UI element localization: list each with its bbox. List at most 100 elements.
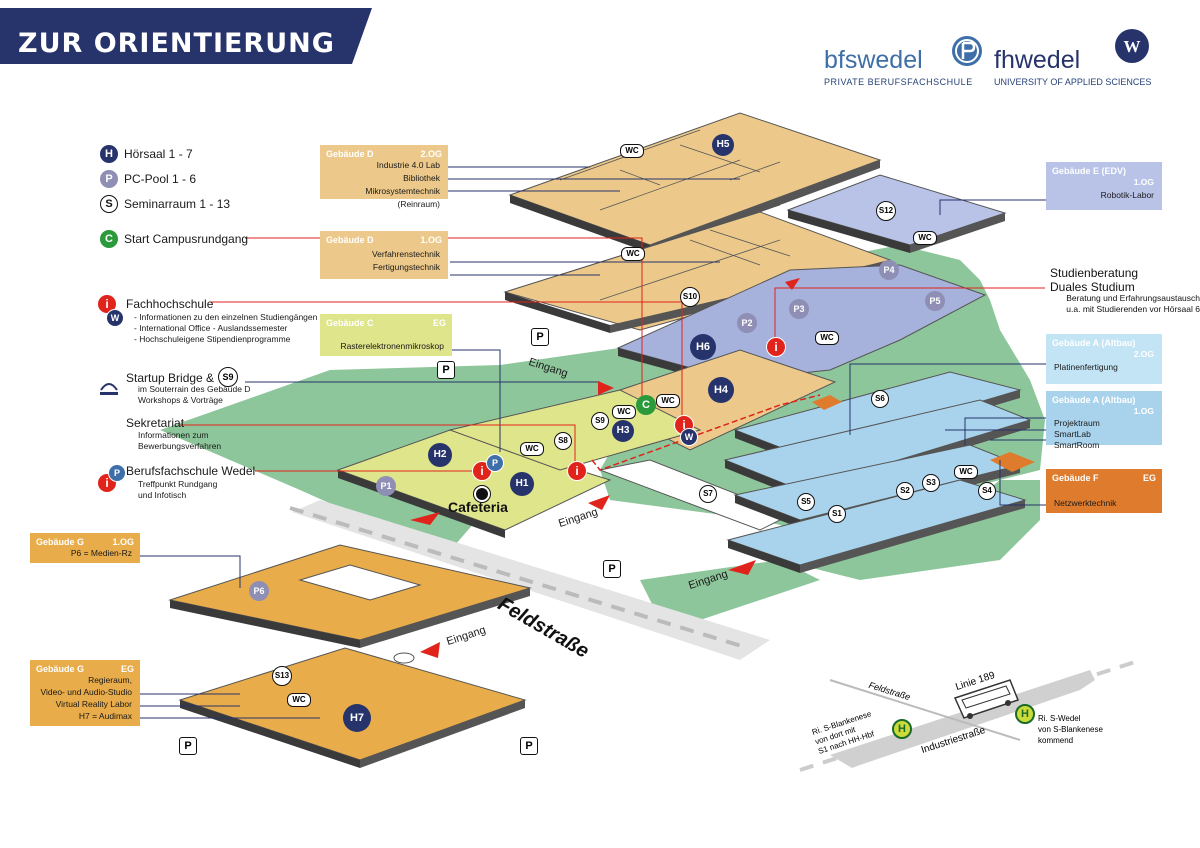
building-item: Verfahrenstechnik xyxy=(371,249,440,259)
building-d1-walls xyxy=(559,204,791,301)
studienberatung-title: Studienberatung Duales Studium xyxy=(1050,266,1138,294)
building-item: Virtual Reality Labor xyxy=(55,699,132,709)
info-line: u.a. mit Studierenden vor Hörsaal 6 xyxy=(1066,304,1200,314)
room-s1: S1 xyxy=(828,505,846,523)
fh-w-icon: W xyxy=(106,309,124,327)
building-floor: EG xyxy=(120,664,134,674)
building-item: Rasterelektronenmikroskop xyxy=(340,341,444,351)
parking-icon: P xyxy=(603,560,621,578)
info-icon: i xyxy=(98,295,116,313)
legend-label: Hörsaal 1 - 7 xyxy=(124,147,193,161)
wc-g: WC xyxy=(287,693,311,707)
building-item: Video- und Audio-Studio xyxy=(40,687,132,697)
label-building-e: Gebäude E (EDV) 1.OG Robotik-Labor xyxy=(1046,162,1162,210)
label-building-c: Gebäude C EG Rasterelektronenmikroskop xyxy=(320,314,452,356)
info-studienberatung-icon: i xyxy=(766,337,786,357)
bus-icon xyxy=(953,679,1019,719)
bfs-emblem-icon xyxy=(952,36,982,66)
wc-e: WC xyxy=(913,231,937,245)
legend-hoersaal: H Hörsaal 1 - 7 xyxy=(100,145,193,163)
building-g0-edge2 xyxy=(360,700,525,768)
building-item: Mikrosystemtechnik (Reinraum) xyxy=(365,186,440,209)
wc-d2: WC xyxy=(620,144,644,158)
info-line: Bewerbungsverfahren xyxy=(138,441,222,451)
studienberatung-lines: Beratung und Erfahrungsaustausch u.a. mi… xyxy=(1060,293,1200,315)
parking-icon: P xyxy=(520,737,538,755)
building-item: Fertigungstechnik xyxy=(372,262,440,272)
building-e-edge xyxy=(788,210,910,253)
building-name: Gebäude F xyxy=(1052,473,1099,483)
info-line: im Souterrain des Gebäude D xyxy=(138,384,251,394)
building-floor: EG xyxy=(432,318,446,328)
info-line: und Infotisch xyxy=(138,490,187,500)
building-floor: 2.OG xyxy=(420,149,442,159)
building-floor: 1.OG xyxy=(112,537,134,547)
berufsfachschule-lines: Treffpunkt Rundgang und Infotisch xyxy=(138,479,217,501)
fh-emblem-icon: W xyxy=(1115,29,1149,63)
bus-stop-icon: H xyxy=(1015,704,1035,724)
building-item: SmartLab xyxy=(1054,429,1091,439)
building-name: Gebäude G xyxy=(36,664,85,674)
fachhochschule-lines: - Informationen zu den einzelnen Studien… xyxy=(134,312,317,345)
building-c-floor xyxy=(336,429,612,531)
cafeteria-plate-icon xyxy=(474,486,490,502)
room-s6: S6 xyxy=(871,390,889,408)
room-s2: S2 xyxy=(896,482,914,500)
fachhochschule-title: Fachhochschule xyxy=(126,297,214,311)
industriestrasse-road xyxy=(830,670,1095,768)
sekretariat-title: Sekretariat xyxy=(126,416,185,430)
building-name: Gebäude A (Altbau) xyxy=(1052,395,1136,405)
page-title: ZUR ORIENTIERUNG xyxy=(18,28,335,59)
building-item: Industrie 4.0 Lab xyxy=(376,160,440,170)
info-sekretariat-icon: i xyxy=(567,461,587,481)
hoersaal-icon: H xyxy=(100,145,118,163)
building-a-south-edge xyxy=(728,540,800,573)
building-item: Robotik-Labor xyxy=(1100,190,1154,200)
legend-seminar: S Seminarraum 1 - 13 xyxy=(100,195,230,213)
room-s7: S7 xyxy=(699,485,717,503)
wc-h6: WC xyxy=(815,331,839,345)
building-name: Gebäude E (EDV) xyxy=(1052,166,1127,176)
startup-title: Startup Bridge & xyxy=(126,371,215,385)
lawn-south xyxy=(640,560,820,620)
label-building-a2: Gebäude A (Altbau) 2.OG Platinenfertigun… xyxy=(1046,334,1162,384)
room-s9: S9 xyxy=(591,412,609,430)
building-floor: 2.OG xyxy=(1133,349,1154,359)
room-h7: H7 xyxy=(343,704,371,732)
legend-label: Start Campusrundgang xyxy=(124,232,249,246)
parking-icon: P xyxy=(437,361,455,379)
building-item: SmartRoom xyxy=(1054,440,1100,450)
building-floor: 1.OG xyxy=(1133,177,1154,187)
wc-c2: WC xyxy=(520,442,544,456)
bfs-p-icon: P xyxy=(108,464,126,482)
fh-logo-name: fhwedel xyxy=(994,46,1081,74)
svg-text:W: W xyxy=(1124,37,1141,56)
legend-campusrundgang: C Start Campusrundgang xyxy=(100,230,248,248)
room-h2: H2 xyxy=(428,443,452,467)
bfs-logo-sub: PRIVATE BERUFSFACHSCHULE xyxy=(824,77,973,87)
building-f-block xyxy=(990,452,1035,472)
info-line: kommend xyxy=(1038,736,1074,745)
campusrundgang-icon: C xyxy=(100,230,118,248)
entrance-oval xyxy=(393,652,415,664)
wc-d1: WC xyxy=(621,247,645,261)
building-name: Gebäude C xyxy=(326,318,374,328)
bus-stop-icon: H xyxy=(892,719,912,739)
bfs-logo-name: bfswedel xyxy=(824,46,923,74)
info-line: - Hochschuleigene Stipendienprogramme xyxy=(134,334,291,344)
wc-a: WC xyxy=(954,465,978,479)
building-floor: 1.OG xyxy=(1133,406,1154,416)
building-a-south-edge2 xyxy=(800,500,1025,573)
building-name: Gebäude A (Altbau) xyxy=(1052,338,1136,348)
room-s12: S12 xyxy=(876,201,896,221)
building-item: Regieraum, xyxy=(88,675,132,685)
room-s3: S3 xyxy=(922,474,940,492)
cafeteria-label: Cafeteria xyxy=(448,499,508,515)
studienberatung-line1: Studienberatung xyxy=(1050,266,1139,280)
room-p2: P2 xyxy=(737,313,757,333)
info-line: von S-Blankenese xyxy=(1038,725,1103,734)
ri-wedel-label: Ri. S-Wedel von S-Blankenese kommend xyxy=(1038,713,1103,746)
label-building-a1: Gebäude A (Altbau) 1.OG Projektraum Smar… xyxy=(1046,391,1162,450)
